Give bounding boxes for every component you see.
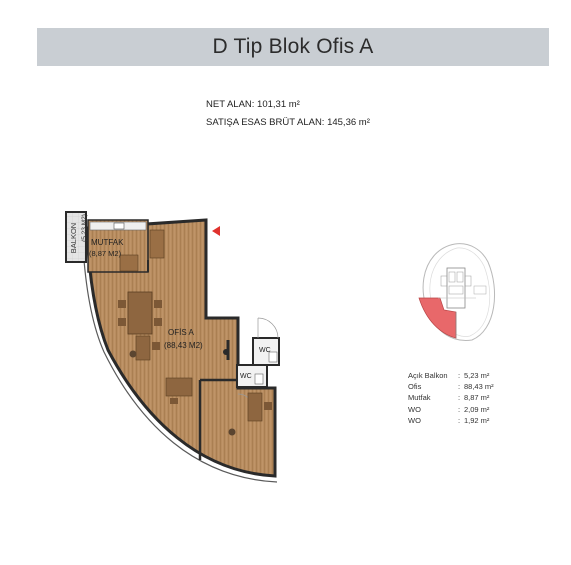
balkon-label: BALKON — [69, 223, 78, 253]
legend-row: Açık Balkon:5,23 m² — [408, 371, 490, 380]
title-bar: D Tip Blok Ofis A — [37, 28, 549, 66]
area-summary: NET ALAN: 101,31 m² SATIŞA ESAS BRÜT ALA… — [206, 96, 370, 132]
legend-row: Mutfak:8,87 m² — [408, 393, 490, 403]
entrance-marker — [212, 226, 220, 236]
net-area: NET ALAN: 101,31 m² — [206, 99, 300, 110]
office-floor — [85, 218, 277, 478]
wc-label-1: WC — [259, 347, 271, 354]
legend-key: Açık Balkon — [408, 371, 448, 380]
ofis-label: OFİS A — [168, 328, 194, 337]
wc-label-2: WC — [240, 373, 252, 380]
balcony — [65, 211, 87, 263]
mutfak-area: (8,87 M2) — [89, 249, 122, 258]
key-plan — [418, 243, 495, 341]
legend-value: 1,92 m² — [464, 415, 490, 425]
legend-key: Ofis — [408, 382, 422, 392]
balkon-area: (5,23 M2) — [81, 214, 88, 242]
legend-row: WO:1,92 m² — [408, 415, 490, 425]
legend-row: WO:2,09 m² — [408, 404, 490, 414]
gross-area: SATIŞA ESAS BRÜT ALAN: 145,36 m² — [206, 117, 370, 128]
legend-value: 2,09 m² — [464, 404, 490, 414]
legend-value: 88,43 m² — [464, 382, 494, 392]
legend-key: WO — [408, 404, 421, 414]
mutfak-label: MUTFAK — [91, 238, 124, 247]
key-plan-highlight — [418, 297, 457, 339]
area-legend: Açık Balkon:5,23 m² Ofis:88,43 m² Mutfak… — [408, 370, 494, 426]
legend-key: Mutfak — [408, 393, 431, 403]
curved-facade — [81, 225, 278, 483]
legend-row: Ofis:88,43 m² — [408, 382, 494, 392]
legend-value: 5,23 m² — [464, 371, 490, 380]
ofis-area: (88,43 M2) — [164, 341, 203, 350]
legend-key: WO — [408, 415, 421, 425]
legend-value: 8,87 m² — [464, 393, 490, 403]
page-title: D Tip Blok Ofis A — [212, 35, 374, 58]
